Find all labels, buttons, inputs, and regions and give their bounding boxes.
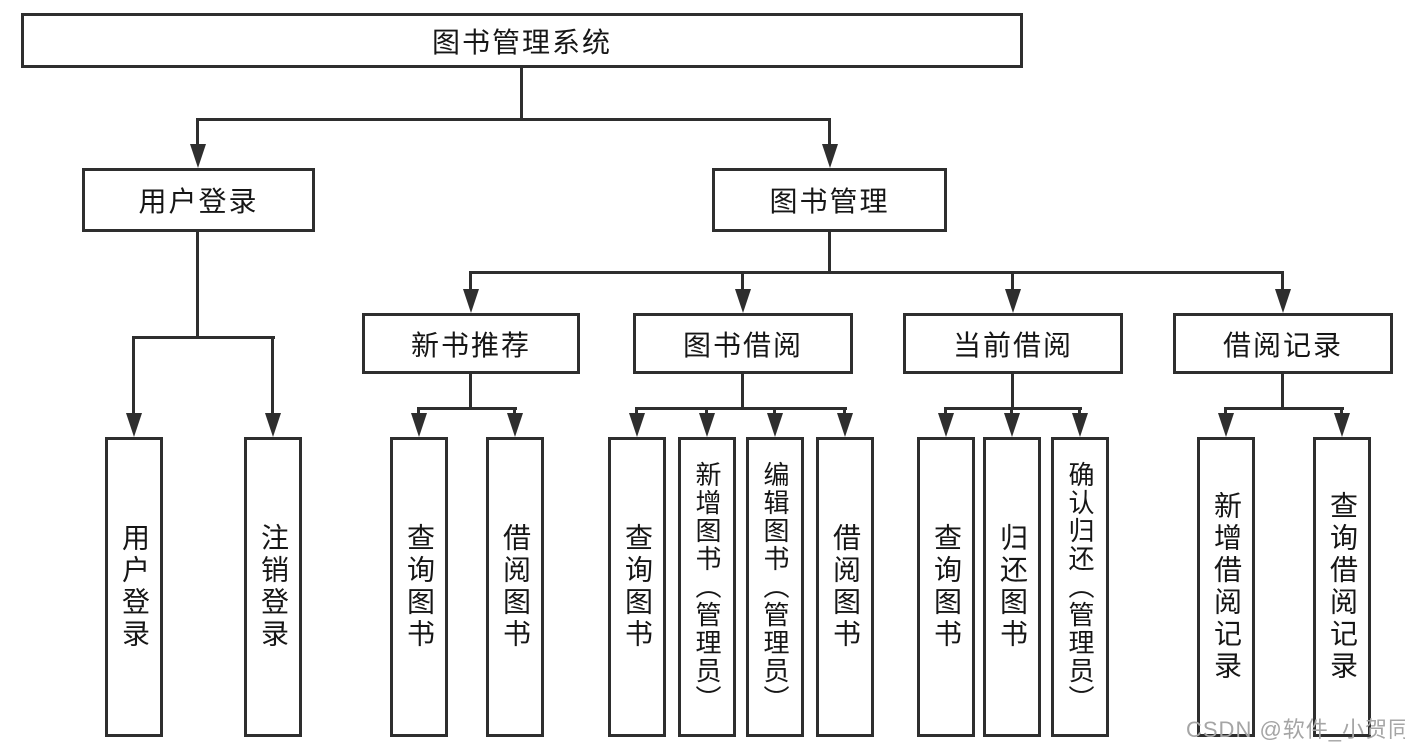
connector-line <box>1340 407 1343 415</box>
connector-line <box>828 118 831 146</box>
connector-line <box>1225 407 1344 410</box>
node-label: 查询借阅记录 <box>1327 491 1358 683</box>
node-leaf-query-books-1: 查询图书 <box>390 437 448 737</box>
arrowhead-down-icon <box>463 289 479 313</box>
arrowhead-down-icon <box>126 413 142 437</box>
node-label: 借阅图书 <box>830 523 861 651</box>
connector-line <box>1281 271 1284 291</box>
node-leaf-query-books-3: 查询图书 <box>917 437 975 737</box>
node-leaf-logout: 注销登录 <box>244 437 302 737</box>
node-leaf-edit-books-admin: 编辑图书（管理员） <box>746 437 804 737</box>
node-label: 归还图书 <box>997 523 1028 651</box>
connector-line <box>196 118 199 146</box>
arrowhead-down-icon <box>735 289 751 313</box>
connector-line <box>133 336 275 339</box>
connector-line <box>271 336 274 415</box>
node-label: 查询图书 <box>404 523 435 651</box>
connector-line <box>945 407 1082 410</box>
node-label: 新增借阅记录 <box>1211 491 1242 683</box>
node-leaf-query-books-2: 查询图书 <box>608 437 666 737</box>
connector-line <box>636 407 847 410</box>
connector-line <box>635 407 638 415</box>
node-label: 查询图书 <box>931 523 962 651</box>
arrowhead-down-icon <box>1275 289 1291 313</box>
node-label: 新增图书（管理员） <box>692 461 722 713</box>
arrowhead-down-icon <box>1072 413 1088 437</box>
arrowhead-down-icon <box>822 144 838 168</box>
node-user-login: 用户登录 <box>82 168 315 232</box>
arrowhead-down-icon <box>1218 413 1234 437</box>
connector-line <box>705 407 708 415</box>
node-label: 用户登录 <box>138 186 259 217</box>
connector-line <box>944 407 947 415</box>
connector-line <box>741 374 744 407</box>
connector-line <box>741 271 744 291</box>
node-leaf-borrow-books-1: 借阅图书 <box>486 437 544 737</box>
connector-line <box>469 271 472 291</box>
arrowhead-down-icon <box>1334 413 1350 437</box>
arrowhead-down-icon <box>1004 413 1020 437</box>
node-label: 借阅图书 <box>500 523 531 651</box>
connector-line <box>1011 374 1014 407</box>
node-label: 图书管理系统 <box>431 26 612 58</box>
arrowhead-down-icon <box>938 413 954 437</box>
arrowhead-down-icon <box>837 413 853 437</box>
arrowhead-down-icon <box>699 413 715 437</box>
connector-line <box>469 374 472 407</box>
node-label: 用户登录 <box>119 523 150 651</box>
node-leaf-user-login: 用户登录 <box>105 437 163 737</box>
node-label: 编辑图书（管理员） <box>760 461 790 713</box>
connector-line <box>773 407 776 415</box>
node-leaf-confirm-return-admin: 确认归还（管理员） <box>1051 437 1109 737</box>
node-label: 当前借阅 <box>952 329 1073 361</box>
arrowhead-down-icon <box>265 413 281 437</box>
node-borrow-records: 借阅记录 <box>1173 313 1393 374</box>
node-new-book-recommend: 新书推荐 <box>362 313 580 374</box>
node-leaf-query-borrow-record: 查询借阅记录 <box>1313 437 1371 737</box>
connector-line <box>1224 407 1227 415</box>
connector-line <box>470 271 1284 274</box>
connector-line <box>1281 374 1284 407</box>
arrowhead-down-icon <box>507 413 523 437</box>
node-leaf-return-books: 归还图书 <box>983 437 1041 737</box>
arrowhead-down-icon <box>1005 289 1021 313</box>
node-label: 图书管理 <box>769 186 890 217</box>
connector-line <box>197 118 831 121</box>
arrowhead-down-icon <box>190 144 206 168</box>
node-leaf-borrow-books-2: 借阅图书 <box>816 437 874 737</box>
node-label: 确认归还（管理员） <box>1065 461 1095 713</box>
arrowhead-down-icon <box>629 413 645 437</box>
connector-line <box>1078 407 1081 415</box>
node-label: 借阅记录 <box>1222 329 1343 361</box>
node-label: 图书借阅 <box>682 329 803 361</box>
node-book-borrowing: 图书借阅 <box>633 313 853 374</box>
node-label: 注销登录 <box>258 523 289 651</box>
node-label: 查询图书 <box>622 523 653 651</box>
node-current-borrowing: 当前借阅 <box>903 313 1123 374</box>
connector-line <box>132 336 135 415</box>
connector-line <box>513 407 516 415</box>
node-leaf-add-borrow-record: 新增借阅记录 <box>1197 437 1255 737</box>
connector-line <box>1010 407 1013 415</box>
connector-line <box>1011 271 1014 291</box>
connector-line <box>520 68 523 118</box>
csdn-watermark: CSDN @软件_小贺同学 <box>1186 717 1405 742</box>
arrowhead-down-icon <box>411 413 427 437</box>
node-leaf-add-books-admin: 新增图书（管理员） <box>678 437 736 737</box>
connector-line <box>843 407 846 415</box>
node-library-management-system: 图书管理系统 <box>21 13 1023 68</box>
connector-line <box>196 232 199 336</box>
connector-line <box>418 407 517 410</box>
arrowhead-down-icon <box>767 413 783 437</box>
connector-line <box>828 232 831 272</box>
node-label: 新书推荐 <box>410 329 531 361</box>
connector-line <box>417 407 420 415</box>
node-book-management: 图书管理 <box>712 168 947 232</box>
